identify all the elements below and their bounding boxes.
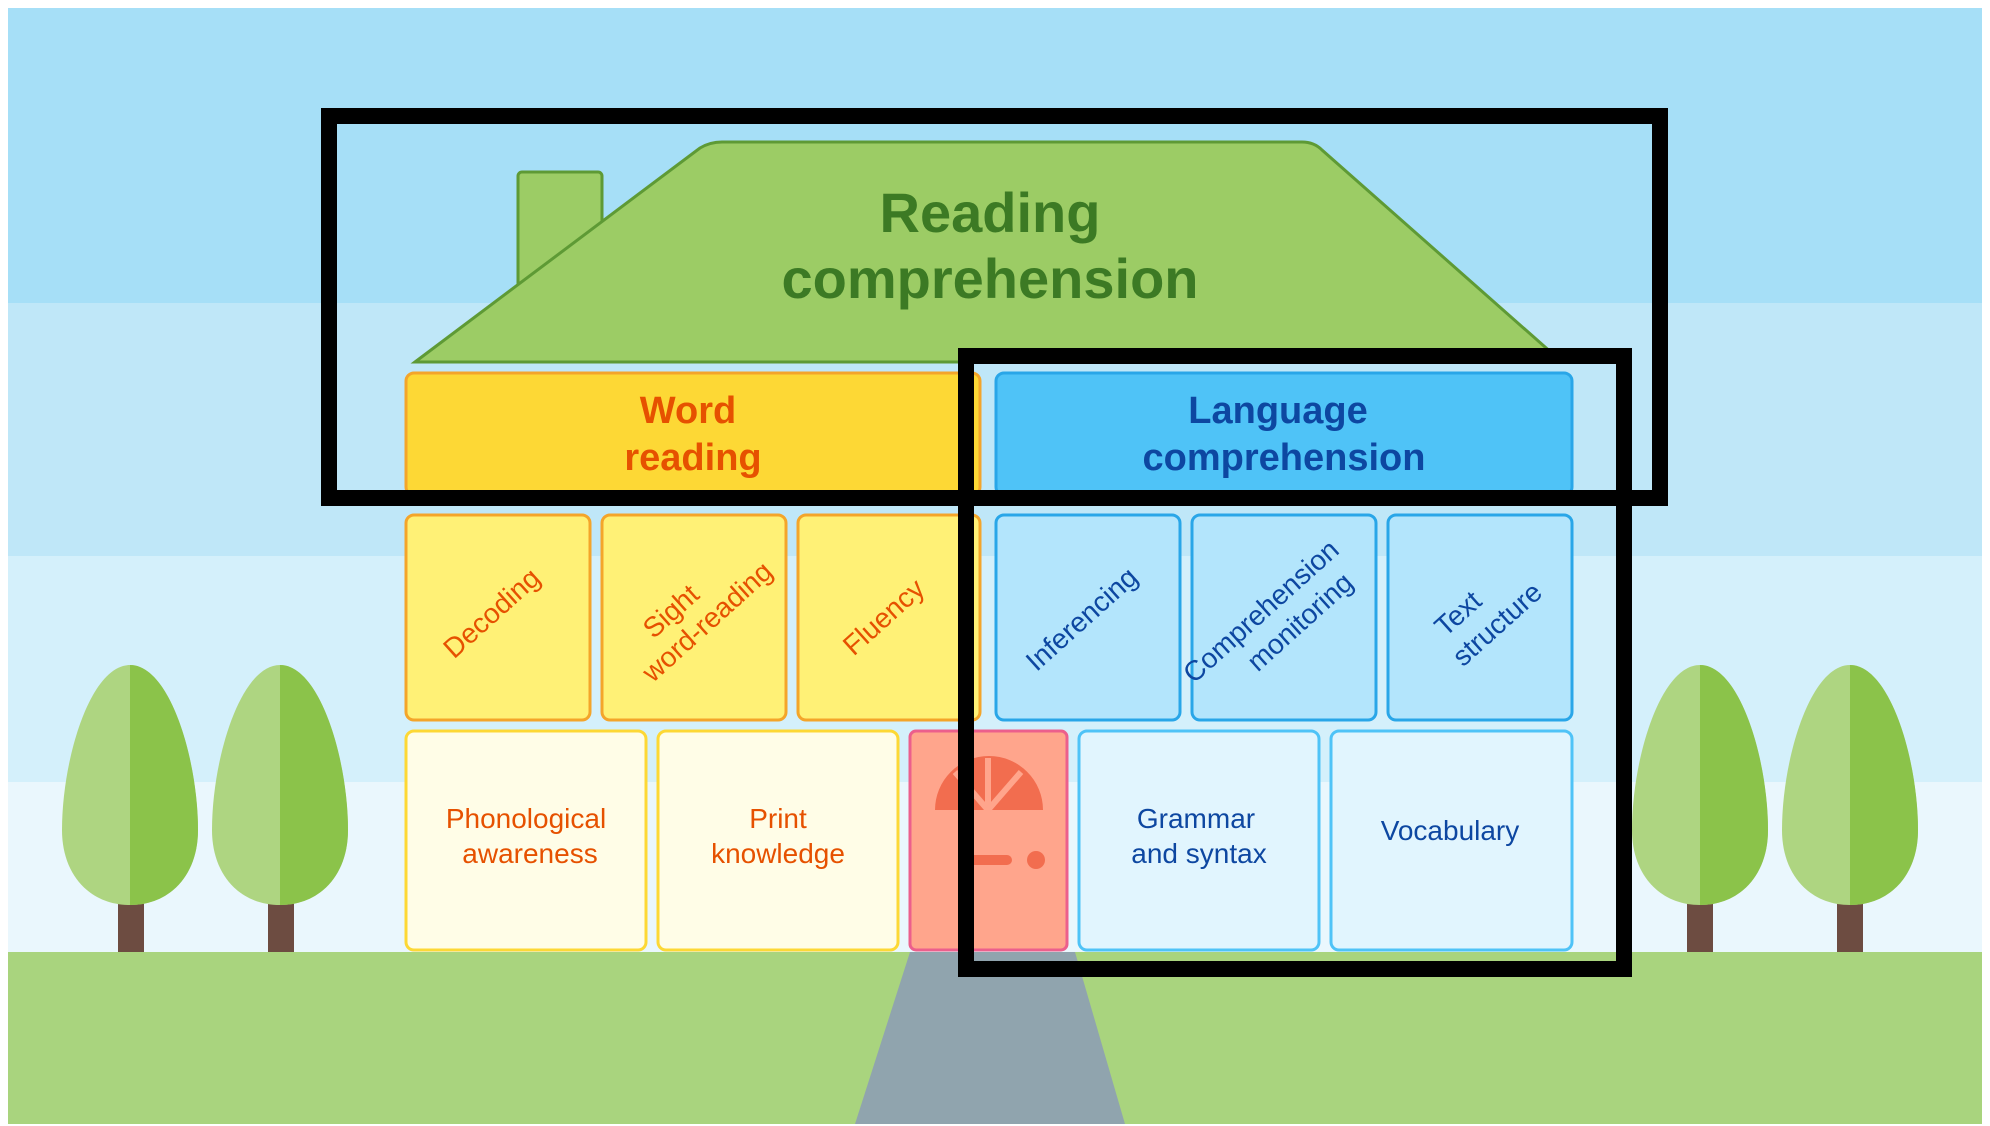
door-knob-icon xyxy=(1027,851,1045,869)
vocabulary-tile xyxy=(1329,729,1574,952)
comprehension-monitoring-tile xyxy=(1190,513,1378,722)
grammar-line1: Grammar xyxy=(1137,803,1255,834)
word-reading-line2: reading xyxy=(624,437,761,479)
tree-left-2 xyxy=(212,665,348,952)
sight-word-reading-tile xyxy=(600,513,788,722)
highlight-box-top xyxy=(321,108,1668,506)
print-knowledge-tile xyxy=(656,729,900,952)
fluency-tile xyxy=(796,513,982,722)
roof xyxy=(410,140,1566,364)
decoding-tile xyxy=(404,513,592,722)
phonological-line2: awareness xyxy=(462,838,597,869)
roof-title-line2: comprehension xyxy=(782,247,1199,310)
phonological-awareness-tile xyxy=(404,729,648,952)
tree-left-1 xyxy=(62,665,198,952)
inferencing-tile xyxy=(994,513,1182,722)
phonological-line1: Phonological xyxy=(446,803,606,834)
language-comprehension-line2: comprehension xyxy=(1143,437,1426,479)
tree-right-2 xyxy=(1782,665,1918,952)
door xyxy=(908,729,1069,952)
roof-title-line1: Reading xyxy=(880,181,1101,244)
grammar-line2: and syntax xyxy=(1131,838,1266,869)
highlight-box-right xyxy=(958,348,1632,977)
word-reading-line1: Word xyxy=(640,390,736,432)
text-structure-tile xyxy=(1386,513,1574,722)
print-line1: Print xyxy=(749,803,807,834)
tree-right-1 xyxy=(1632,665,1768,952)
grammar-syntax-tile xyxy=(1077,729,1321,952)
print-line2: knowledge xyxy=(711,838,845,869)
language-comprehension-line1: Language xyxy=(1188,390,1367,432)
vocabulary-label: Vocabulary xyxy=(1381,815,1520,846)
garden-path xyxy=(855,952,1125,1124)
